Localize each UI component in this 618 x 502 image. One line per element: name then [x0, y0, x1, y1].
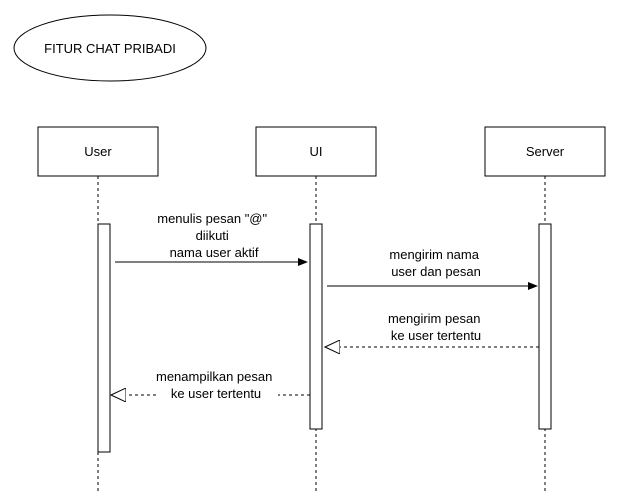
participant-user-label: User: [84, 144, 112, 159]
message-label-4: menampilkan pesan ke user tertentu: [156, 369, 276, 401]
message-1-line-3: nama user aktif: [170, 245, 259, 260]
participant-ui: UI: [255, 126, 377, 177]
message-label-1: menulis pesan "@" diikuti nama user akti…: [157, 211, 271, 260]
message-3-line-1: mengirim pesan: [388, 311, 481, 326]
activation-ui: [309, 223, 323, 430]
message-2-line-2: user dan pesan: [391, 264, 481, 279]
participant-ui-label: UI: [310, 144, 323, 159]
message-1-line-2: diikuti: [196, 228, 229, 243]
participant-user: User: [37, 126, 159, 177]
message-label-2: mengirim nama user dan pesan: [389, 247, 482, 279]
activation-server: [538, 223, 552, 430]
activation-user: [97, 223, 111, 453]
diagram-title: FITUR CHAT PRIBADI: [44, 41, 176, 56]
message-4-line-1: menampilkan pesan: [156, 369, 272, 384]
message-1-line-1: menulis pesan "@": [157, 211, 267, 226]
message-label-3: mengirim pesan ke user tertentu: [388, 311, 484, 343]
title-ellipse: FITUR CHAT PRIBADI: [13, 14, 207, 82]
message-2-line-1: mengirim nama: [389, 247, 479, 262]
message-4-line-2: ke user tertentu: [171, 386, 261, 401]
participant-server: Server: [484, 126, 606, 177]
participant-server-label: Server: [526, 144, 565, 159]
message-3-line-2: ke user tertentu: [391, 328, 481, 343]
